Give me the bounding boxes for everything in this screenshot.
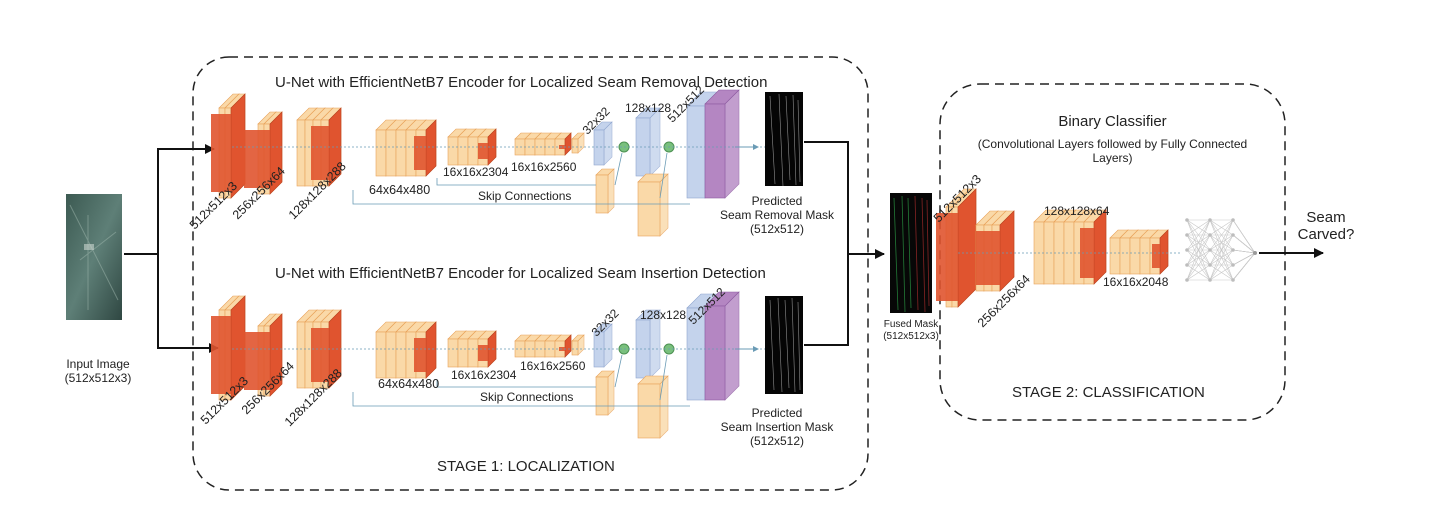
decoder-block-32 <box>593 323 613 368</box>
encoder-block-3 <box>296 309 342 389</box>
fc-neuron-0-0 <box>1185 218 1189 222</box>
encoder-block-1 <box>211 93 246 199</box>
fc-neuron-1-2 <box>1208 248 1212 252</box>
removal-unet-title: U-Net with EfficientNetB7 Encoder for Lo… <box>275 74 768 91</box>
fc-neuron-1-4 <box>1208 278 1212 282</box>
stage1-box <box>192 56 869 491</box>
encoder-block-2 <box>244 111 283 195</box>
removal-skip-label: Skip Connections <box>478 189 572 203</box>
classifier-dim-3: 128x128x64 <box>1044 204 1110 218</box>
decoder-block-32 <box>593 121 613 166</box>
fc-neuron-0-4 <box>1185 278 1189 282</box>
classifier-block-1 <box>936 188 977 308</box>
insertion-unet-title: U-Net with EfficientNetB7 Encoder for Lo… <box>275 265 766 282</box>
classifier-title: Binary Classifier <box>1058 113 1167 130</box>
insertion-dim-6: 16x16x2560 <box>520 359 586 373</box>
insertion-dim-4: 64x64x480 <box>378 377 440 391</box>
decoder-block-128 <box>635 309 661 379</box>
insertion-skip-label: Skip Connections <box>480 390 574 404</box>
fused-mask-image <box>890 193 932 313</box>
decoder-output <box>704 89 740 199</box>
removal-dim-4: 64x64x480 <box>369 183 431 197</box>
fully-connected-layers <box>1185 218 1257 282</box>
insertion-unet-layers <box>211 291 765 439</box>
fused-mask-label: Fused Mask(512x512x3) <box>883 319 939 342</box>
fc-neuron-2-0 <box>1231 218 1235 222</box>
fc-neuron-1-1 <box>1208 233 1212 237</box>
skip-line-3 <box>614 152 623 186</box>
classifier-description: (Convolutional Layers followed by Fully … <box>977 137 1248 165</box>
removal-mask-image <box>765 92 803 187</box>
removal-unet-layers <box>211 89 765 237</box>
flow-arrows <box>124 141 1324 353</box>
skip-block-1 <box>595 370 615 416</box>
input-image-label: Input Image(512x512x3) <box>64 357 132 385</box>
fc-neuron-1-0 <box>1208 218 1212 222</box>
decoder-block-128 <box>635 107 661 177</box>
stage2-title: STAGE 2: CLASSIFICATION <box>1012 384 1205 401</box>
skip-block-2 <box>637 173 669 237</box>
encoder-block-5 <box>447 330 497 368</box>
fc-neuron-1-3 <box>1208 263 1212 267</box>
skip-line-2 <box>436 380 596 388</box>
skip-block-2 <box>637 375 669 439</box>
removal-dim-5: 16x16x2304 <box>443 165 509 179</box>
removal-dim-8: 128x128 <box>625 101 672 115</box>
stage1-title: STAGE 1: LOCALIZATION <box>437 458 615 475</box>
skip-line-4 <box>659 152 668 199</box>
encoder-block-6 <box>514 334 572 358</box>
encoder-block-4 <box>375 321 437 379</box>
encoder-block-4 <box>375 119 437 177</box>
encoder-block-3 <box>296 107 342 187</box>
insertion-mask-image <box>765 296 803 394</box>
insertion-dim-5: 16x16x2304 <box>451 368 517 382</box>
skip-line-2 <box>436 178 596 186</box>
fc-neuron-2-1 <box>1231 233 1235 237</box>
encoder-block-1 <box>211 295 246 401</box>
fc-neuron-2-3 <box>1231 263 1235 267</box>
classifier-block-4 <box>1109 229 1169 275</box>
skip-line-3 <box>614 354 623 388</box>
removal-dim-6: 16x16x2560 <box>511 160 577 174</box>
encoder-block-2 <box>244 313 283 397</box>
input-image <box>66 194 122 320</box>
fc-neuron-2-4 <box>1231 278 1235 282</box>
classifier-layers <box>936 188 1180 308</box>
fc-output-neuron <box>1253 251 1257 255</box>
classifier-block-2 <box>975 210 1015 292</box>
decoder-slab-1 <box>571 334 585 356</box>
classifier-block-3 <box>1033 209 1107 285</box>
insertion-dim-8: 128x128 <box>640 308 687 322</box>
fc-neuron-2-2 <box>1231 248 1235 252</box>
fc-neuron-0-1 <box>1185 233 1189 237</box>
skip-line-1 <box>352 392 690 407</box>
fc-neuron-0-3 <box>1185 263 1189 267</box>
fc-neuron-0-2 <box>1185 248 1189 252</box>
skip-line-4 <box>659 354 668 401</box>
decoder-slab-1 <box>571 132 585 154</box>
decoder-output <box>704 291 740 401</box>
encoder-block-6 <box>514 132 572 156</box>
skip-line-1 <box>352 190 690 205</box>
skip-block-1 <box>595 168 615 214</box>
classifier-dim-4: 16x16x2048 <box>1103 275 1169 289</box>
